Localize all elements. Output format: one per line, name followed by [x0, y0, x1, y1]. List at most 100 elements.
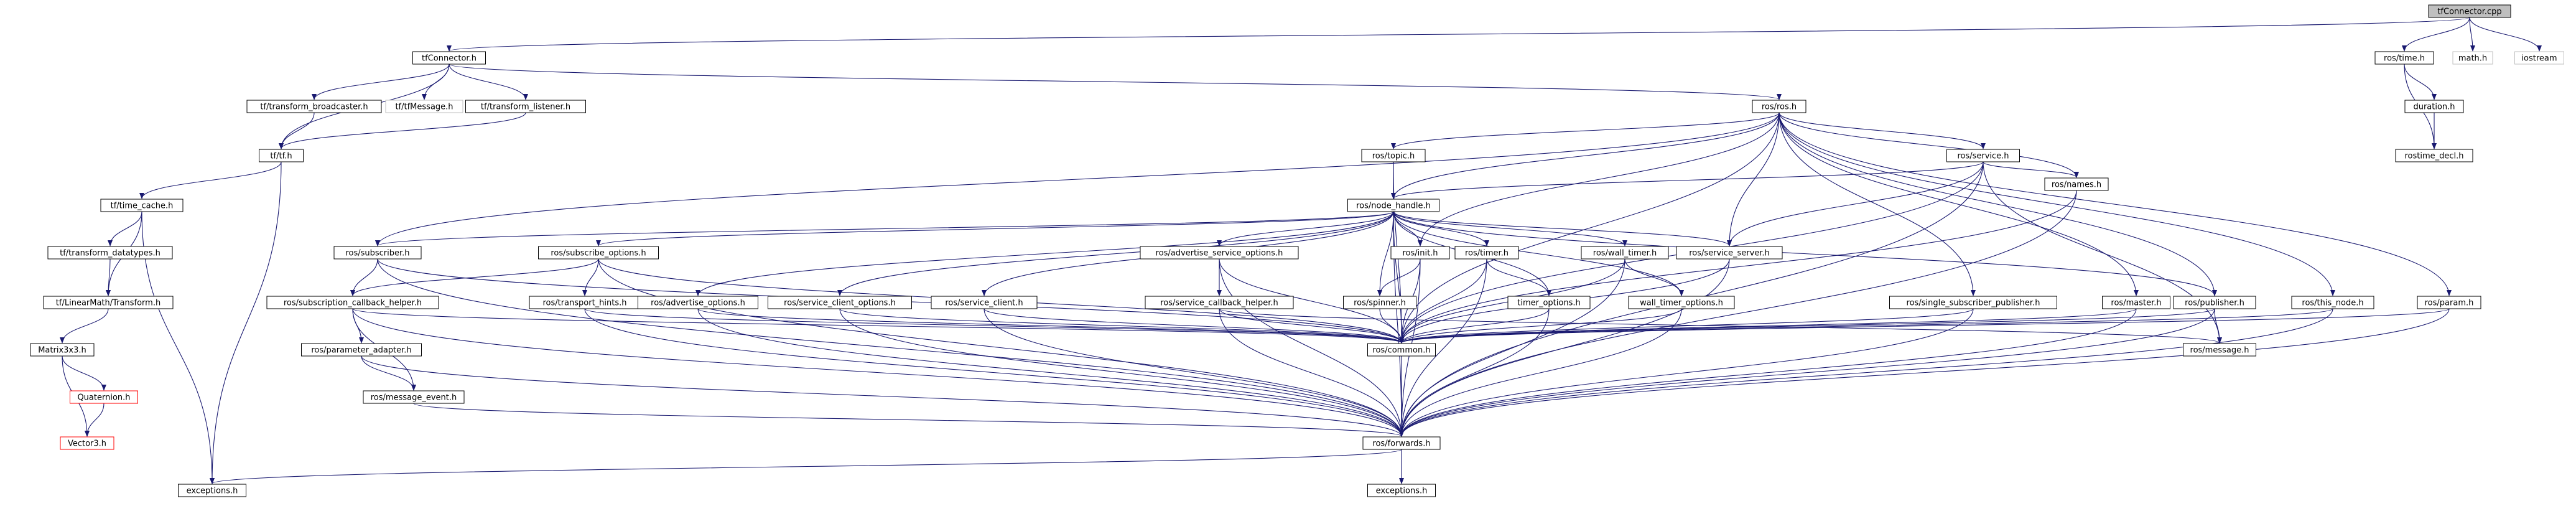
node-exceptions-h-left[interactable]: exceptions.h — [178, 484, 246, 497]
node-timer-options-h[interactable]: timer_options.h — [1507, 296, 1591, 309]
node-label: tf/transform_broadcaster.h — [260, 103, 368, 112]
edge-wall-timer-options-h-to-ros-common-h — [1399, 308, 1682, 344]
node-label: ros/common.h — [1372, 346, 1430, 355]
edge-ros-transport-hints-h-to-ros-forwards-h — [584, 308, 1404, 437]
node-label: ros/ros.h — [1762, 103, 1797, 112]
edge-tfConnector-h-to-tf-transform-listener-h — [449, 63, 528, 100]
node-ros-service-client-h[interactable]: ros/service_client.h — [931, 296, 1038, 309]
edge-ros-advertise-options-h-to-ros-forwards-h — [697, 308, 1404, 437]
node-Matrix3x3-h[interactable]: Matrix3x3.h — [30, 343, 95, 357]
edge-ros-names-h-to-ros-forwards-h — [1399, 190, 2077, 437]
node-box — [538, 246, 659, 260]
node-ros-this-node-h[interactable]: ros/this_node.h — [2291, 296, 2374, 309]
node-box — [1454, 246, 1519, 260]
edge-tf-transform-listener-h-to-tf-tf-h — [279, 112, 526, 149]
node-tf-transform-listener-h[interactable]: tf/transform_listener.h — [465, 100, 586, 113]
node-ros-topic-h[interactable]: ros/topic.h — [1361, 149, 1426, 162]
node-ros-param-h[interactable]: ros/param.h — [2417, 296, 2481, 309]
edge-ros-ros-h-to-ros-topic-h — [1391, 112, 1780, 149]
edge-ros-single-subscriber-publisher-h-to-ros-forwards-h — [1399, 308, 1974, 437]
node-layer: tfConnector.cpp tfConnector.h ros/time.h ma… — [30, 4, 2564, 497]
node-box — [931, 296, 1038, 309]
edge-ros-timer-h-to-ros-forwards-h — [1399, 258, 1487, 437]
node-ros-service-callback-helper-h[interactable]: ros/service_callback_helper.h — [1145, 296, 1294, 309]
node-label: math.h — [2458, 54, 2487, 63]
node-ros-advertise-service-options-h[interactable]: ros/advertise_service_options.h — [1140, 246, 1299, 260]
node-wall-timer-options-h[interactable]: wall_timer_options.h — [1628, 296, 1735, 309]
node-ros-message-event-h[interactable]: ros/message_event.h — [363, 390, 465, 404]
node-box — [363, 390, 465, 404]
edge-ros-param-h-to-ros-forwards-h — [1399, 308, 2450, 437]
node-ros-service-h[interactable]: ros/service.h — [1946, 149, 2020, 162]
node-tf-transform-datatypes-h[interactable]: tf/transform_datatypes.h — [47, 246, 173, 260]
node-tf-time-cache-h[interactable]: tf/time_cache.h — [100, 199, 184, 212]
node-ros-service-client-options-h[interactable]: ros/service_client_options.h — [768, 296, 912, 309]
node-label: Vector3.h — [68, 439, 106, 449]
node-label: ros/node_handle.h — [1356, 202, 1431, 211]
node-box — [2044, 177, 2109, 191]
node-ros-ros-h[interactable]: ros/ros.h — [1752, 100, 1806, 113]
node-ros-subscription-callback-helper-h[interactable]: ros/subscription_callback_helper.h — [266, 296, 439, 309]
node-ros-forwards-h[interactable]: ros/forwards.h — [1362, 436, 1441, 450]
node-box — [2374, 51, 2434, 65]
node-box — [2514, 51, 2564, 65]
node-label: tf/transform_datatypes.h — [60, 249, 160, 258]
node-Vector3-h[interactable]: Vector3.h — [60, 436, 114, 450]
node-tf-transform-broadcaster-h[interactable]: tf/transform_broadcaster.h — [246, 100, 382, 113]
node-label: ros/advertise_options.h — [651, 299, 745, 308]
node-label: ros/subscription_callback_helper.h — [284, 299, 422, 308]
edge-timer-options-h-to-ros-forwards-h — [1399, 308, 1550, 437]
edge-ros-names-h-to-ros-common-h — [1399, 190, 2077, 344]
node-duration-h[interactable]: duration.h — [2404, 100, 2464, 113]
edge-Quaternion-h-to-Vector3-h — [85, 403, 105, 437]
node-ros-transport-hints-h[interactable]: ros/transport_hints.h — [529, 296, 641, 309]
node-ros-publisher-h[interactable]: ros/publisher.h — [2173, 296, 2256, 309]
node-ros-names-h[interactable]: ros/names.h — [2044, 177, 2109, 191]
node-label: tf/time_cache.h — [111, 202, 174, 211]
node-ros-spinner-h[interactable]: ros/spinner.h — [1343, 296, 1416, 309]
node-label: ros/timer.h — [1465, 249, 1509, 258]
node-ros-subscriber-h[interactable]: ros/subscriber.h — [333, 246, 422, 260]
edge-tf-tf-h-to-exceptions-h-left — [210, 161, 282, 484]
edge-ros-service-callback-helper-h-to-ros-message-h — [1219, 308, 2222, 344]
node-tf-LinearMath-Transform-h[interactable]: tf/LinearMath/Transform.h — [43, 296, 174, 309]
node-ros-message-h[interactable]: ros/message.h — [2183, 343, 2256, 357]
node-box — [412, 51, 486, 65]
node-tfConnector-h[interactable]: tfConnector.h — [412, 51, 486, 65]
node-ros-parameter-adapter-h[interactable]: ros/parameter_adapter.h — [301, 343, 422, 357]
node-ros-wall-timer-h[interactable]: ros/wall_timer.h — [1581, 246, 1669, 260]
node-label: tfConnector.h — [422, 54, 477, 63]
node-box — [2291, 296, 2374, 309]
node-ros-init-h[interactable]: ros/init.h — [1390, 246, 1450, 260]
node-rostime-decl-h[interactable]: rostime_decl.h — [2395, 149, 2473, 162]
node-box — [1361, 149, 1426, 162]
node-tfConnector-cpp[interactable]: tfConnector.cpp — [2428, 4, 2511, 18]
node-exceptions-h-bottom[interactable]: exceptions.h — [1367, 484, 1436, 497]
node-label: ros/this_node.h — [2302, 299, 2363, 308]
node-ros-common-h[interactable]: ros/common.h — [1367, 343, 1436, 357]
node-label: ros/advertise_service_options.h — [1156, 249, 1283, 258]
node-box — [266, 296, 439, 309]
node-ros-node-handle-h[interactable]: ros/node_handle.h — [1347, 199, 1439, 212]
edge-ros-service-client-options-h-to-ros-common-h — [839, 308, 1404, 344]
node-ros-advertise-options-h[interactable]: ros/advertise_options.h — [638, 296, 758, 309]
edge-ros-init-h-to-ros-spinner-h — [1377, 258, 1421, 296]
edge-tfConnector-cpp-to-ros-time-h — [2402, 17, 2470, 52]
node-tf-tf-h[interactable]: tf/tf.h — [259, 149, 304, 162]
edge-Matrix3x3-h-to-Quaternion-h — [62, 355, 106, 391]
node-ros-master-h[interactable]: ros/master.h — [2102, 296, 2170, 309]
node-box — [768, 296, 912, 309]
node-Quaternion-h[interactable]: Quaternion.h — [70, 390, 138, 404]
node-ros-single-subscriber-publisher-h[interactable]: ros/single_subscriber_publisher.h — [1889, 296, 2057, 309]
node-label: timer_options.h — [1517, 299, 1580, 308]
edge-ros-ros-h-to-ros-common-h — [1399, 112, 1780, 344]
node-label: ros/subscriber.h — [345, 249, 409, 258]
node-ros-timer-h[interactable]: ros/timer.h — [1454, 246, 1519, 260]
node-ros-time-h[interactable]: ros/time.h — [2374, 51, 2434, 65]
node-ros-subscribe-options-h[interactable]: ros/subscribe_options.h — [538, 246, 659, 260]
node-box — [2183, 343, 2256, 357]
edge-ros-service-h-to-ros-names-h — [1983, 161, 2079, 178]
edge-layer — [60, 17, 2542, 484]
node-ros-service-server-h[interactable]: ros/service_server.h — [1676, 246, 1783, 260]
node-label: iostream — [2521, 54, 2557, 63]
